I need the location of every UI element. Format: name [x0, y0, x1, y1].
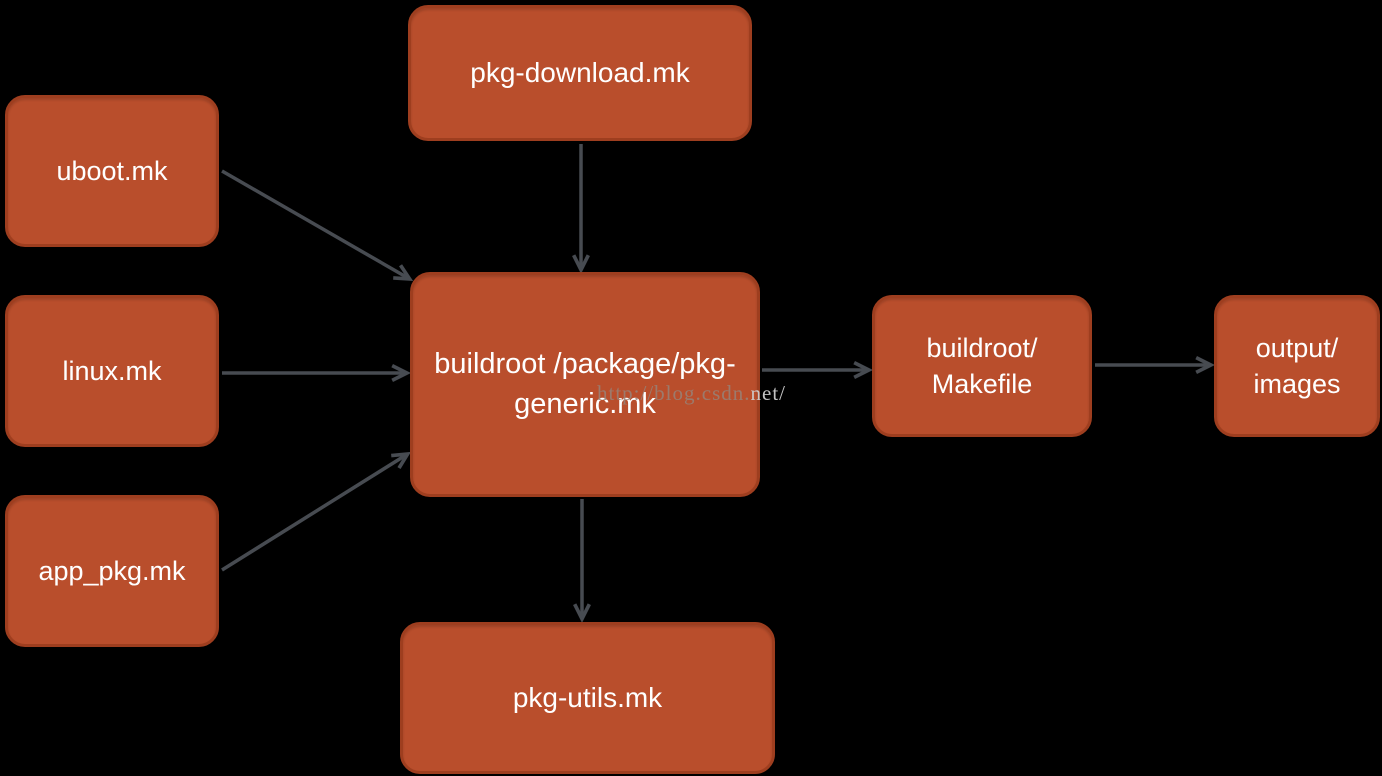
node-buildroot-makefile: buildroot/ Makefile [872, 295, 1092, 437]
node-pkg-download-mk: pkg-download.mk [408, 5, 752, 141]
node-output-images: output/ images [1214, 295, 1380, 437]
node-label: linux.mk [62, 355, 162, 386]
node-label: pkg-download.mk [470, 57, 690, 89]
node-label: pkg-utils.mk [512, 682, 663, 714]
node-label: buildroot/ Makefile [926, 332, 1038, 399]
node-label: output/ images [1253, 332, 1341, 399]
edge-app_pkg-to-pkg_generic [221, 455, 406, 572]
node-pkg-utils-mk: pkg-utils.mk [400, 622, 775, 774]
node-label: uboot.mk [56, 155, 168, 186]
edge-uboot-to-pkg_generic [221, 169, 408, 278]
node-label: app_pkg.mk [38, 555, 186, 586]
node-linux-mk: linux.mk [5, 295, 219, 447]
node-uboot-mk: uboot.mk [5, 95, 219, 247]
node-buildroot-package-pkg-generic-mk: buildroot /package/pkg- generic.mk [410, 272, 760, 497]
node-label: buildroot /package/pkg- generic.mk [434, 348, 736, 420]
node-app-pkg-mk: app_pkg.mk [5, 495, 219, 647]
